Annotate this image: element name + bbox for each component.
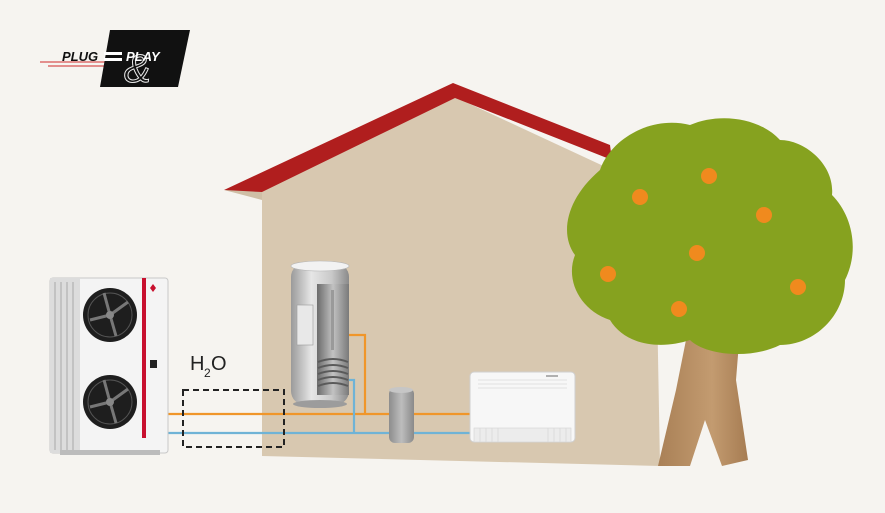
fan-coil-logo [546,375,558,377]
plug-and-play-logo: PLUG & PLAY [40,30,190,92]
buffer-tank-body [389,388,414,443]
tree-foliage [567,118,853,355]
orange-fruit [671,301,687,317]
logo-ampersand: & [124,47,151,91]
orange-fruit [756,207,772,223]
buffer-tank-icon [389,387,414,443]
cylinder-control-panel [296,304,314,346]
logo-word-play: PLAY [126,49,161,64]
cylinder-coil [317,358,349,387]
orange-fruit [790,279,806,295]
h2o-h: H [190,353,204,375]
h2o-label: H 2 O [190,353,227,380]
fan-coil-vents [478,379,567,389]
outdoor-unit-base [60,450,160,455]
h2o-subscript: 2 [204,366,211,380]
heat-pump-outdoor-unit-icon [49,277,169,455]
tree-trunk [658,330,748,466]
cylinder-top [290,260,350,272]
logo-word-plug: PLUG [62,49,98,64]
outdoor-unit-red-stripe [142,278,146,438]
hot-water-cylinder-icon [290,260,350,408]
logo-plug-prong-top [104,52,122,55]
mitsubishi-logo-icon [150,284,156,292]
orange-fruit [689,245,705,261]
house-roof [224,83,612,192]
h2o-o: O [211,353,227,375]
water-circuit-box [182,389,285,448]
orange-fruit [600,266,616,282]
outdoor-unit-handle [150,360,157,368]
cylinder-base [293,400,347,408]
orange-fruit [632,189,648,205]
fan-coil-unit-icon [469,371,576,443]
logo-plug-prong-bottom [104,58,122,61]
orange-fruit [701,168,717,184]
orange-tree-icon [567,118,853,466]
logo-black-badge [100,30,190,87]
house-eave-left [224,190,262,200]
